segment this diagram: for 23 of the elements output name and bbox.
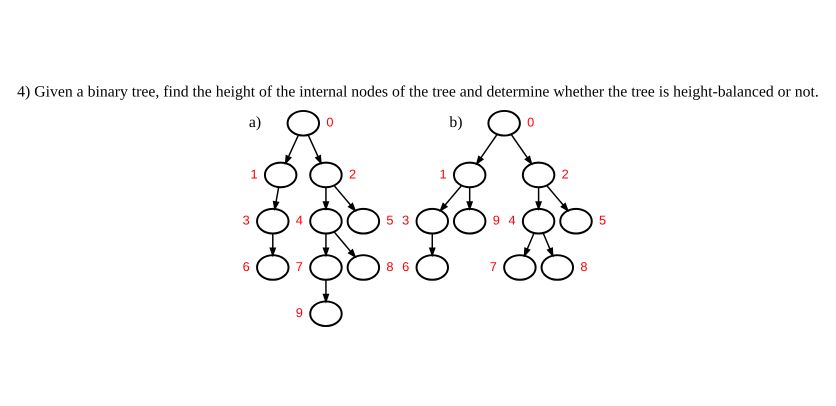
diagram-title: 4) Given a binary tree, find the height of the internal nodes of the tree and determine whether the tree is height-balanced or not. <box>17 83 819 100</box>
node-label: 9 <box>492 212 500 228</box>
node-label: 4 <box>508 212 516 228</box>
node-label: 5 <box>599 212 606 228</box>
node-label: 6 <box>242 258 250 274</box>
node-label: 9 <box>296 305 303 320</box>
node-label: 5 <box>386 212 394 228</box>
node-label: 0 <box>527 114 534 130</box>
node-label: 7 <box>490 258 497 274</box>
node-label: 8 <box>386 258 394 274</box>
node-label: 7 <box>296 258 303 274</box>
node-label: 2 <box>562 166 569 182</box>
label: b) <box>449 114 462 131</box>
node-label: 3 <box>242 212 250 228</box>
label: a) <box>248 114 262 131</box>
node-label: 1 <box>440 166 447 182</box>
node-label: 2 <box>348 166 356 182</box>
node-label: 4 <box>296 212 303 228</box>
node-label: 6 <box>402 258 410 274</box>
node-label: 8 <box>580 258 588 274</box>
node-label: 3 <box>402 212 410 228</box>
node-label: 1 <box>250 166 258 182</box>
node-label: 0 <box>326 114 334 130</box>
